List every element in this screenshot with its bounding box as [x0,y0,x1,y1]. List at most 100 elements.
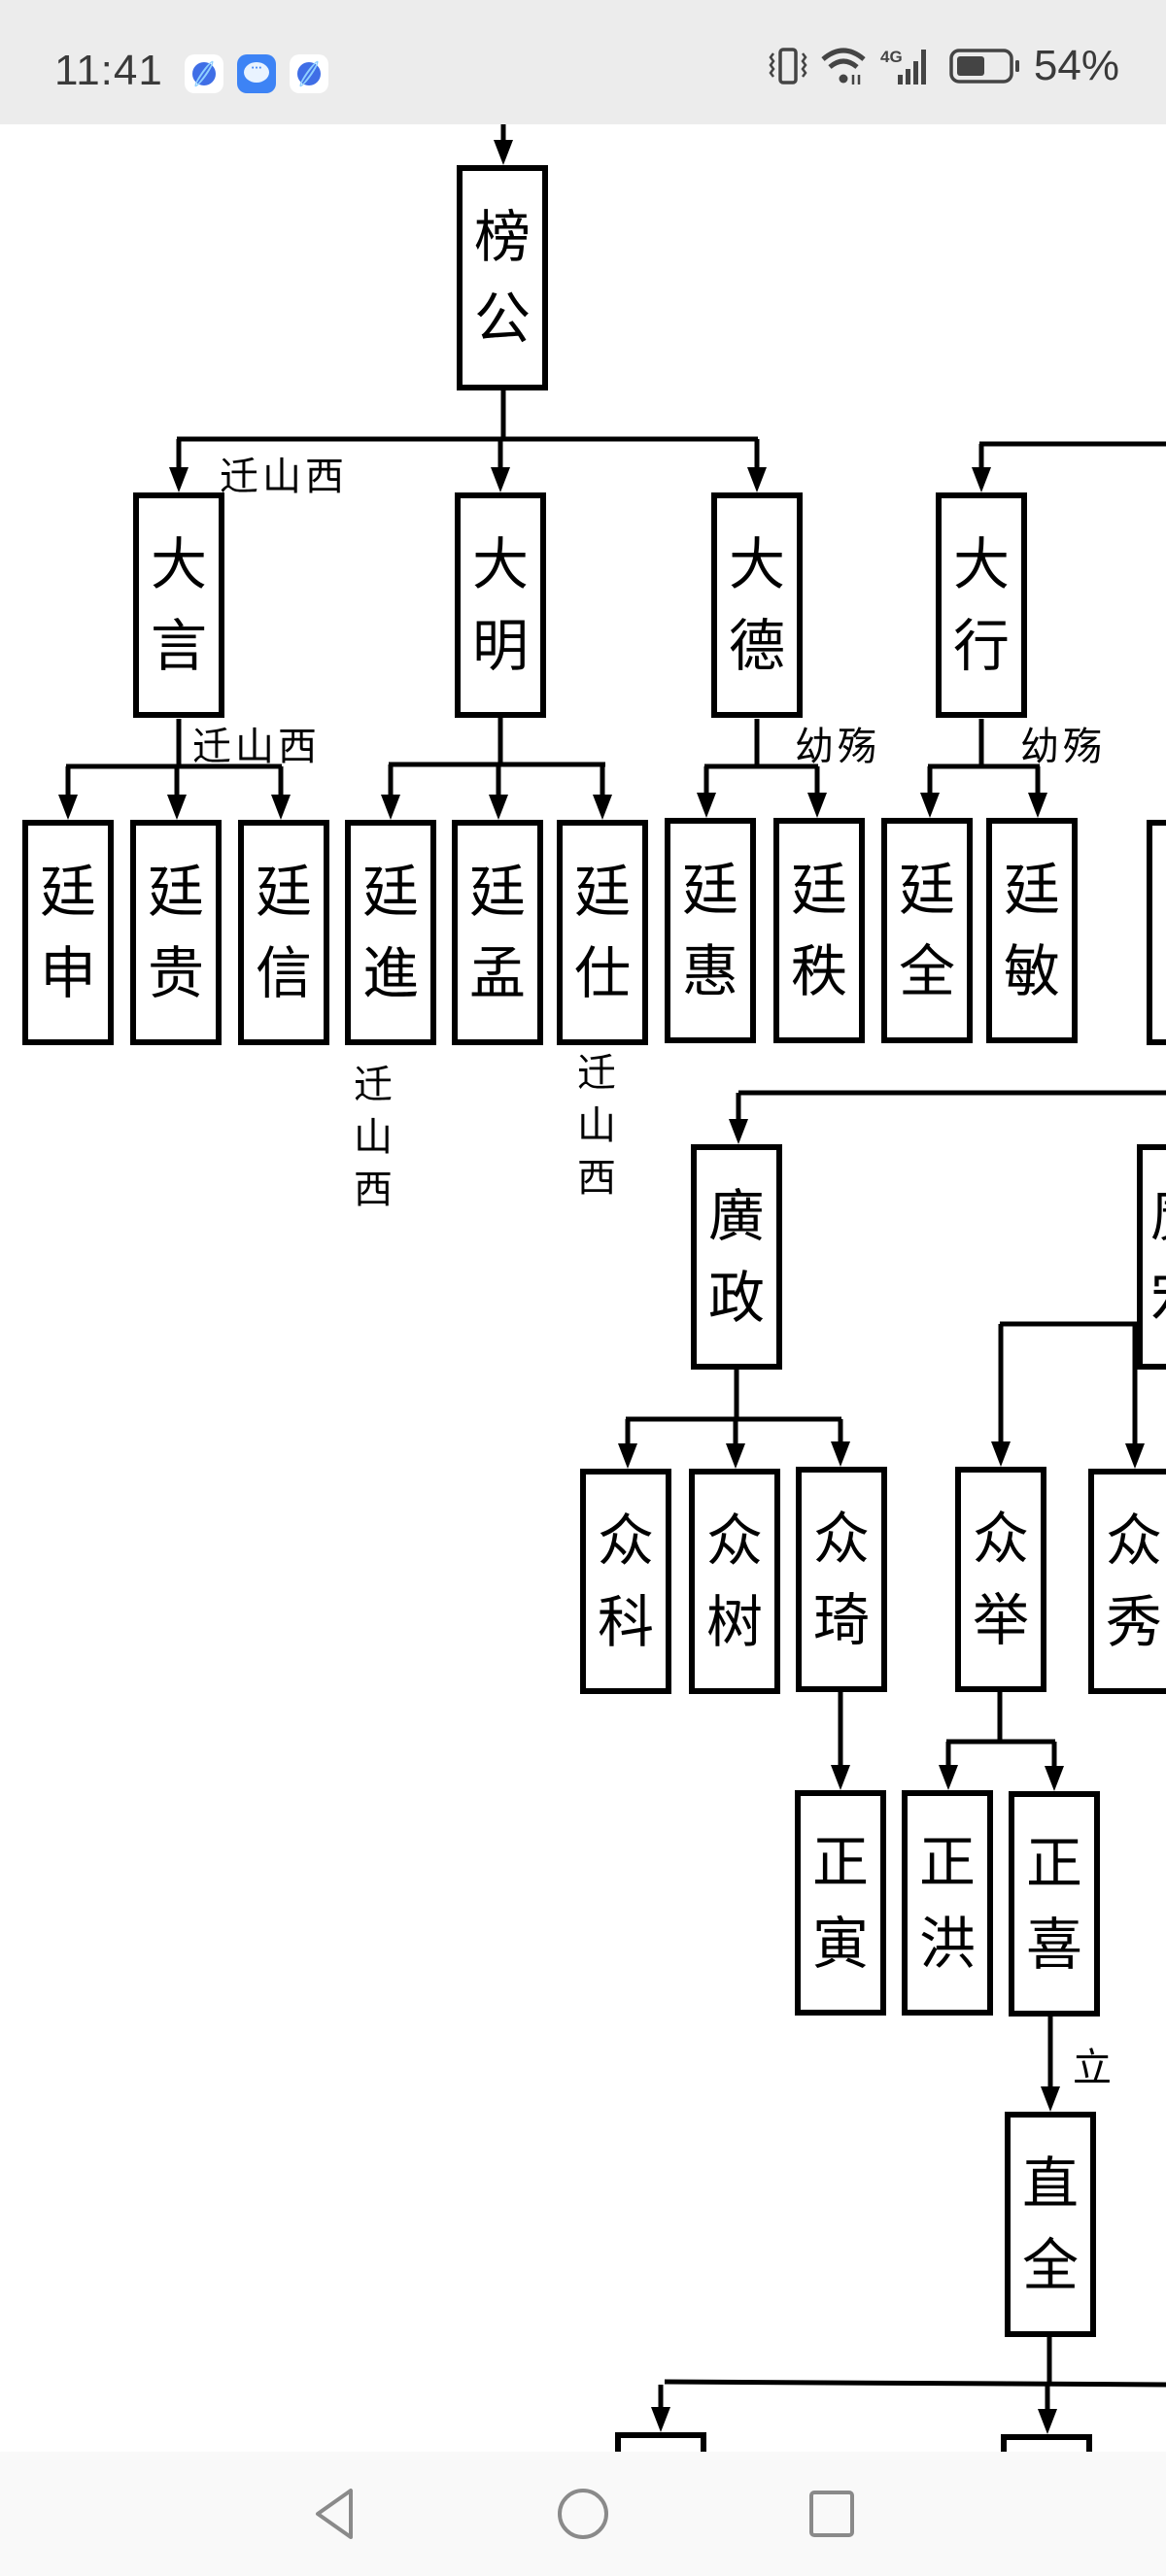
node-char: 秀 [1105,1589,1162,1655]
node-guangzheng[interactable]: 廣 政 [691,1144,782,1370]
arrowhead [726,1443,745,1469]
arrowhead [651,2407,670,2432]
node-char: 明 [471,613,529,679]
arrowhead [1041,2086,1060,2112]
node-zhongju[interactable]: 众 举 [955,1467,1046,1692]
node-char: 廷 [573,859,631,925]
note-tingshi-migrated: 迁山西 [577,1051,616,1201]
node-tingxin[interactable]: 廷 信 [238,820,329,1045]
node-char: 正 [811,1829,869,1895]
node-char: 信 [255,940,312,1006]
node-zhongqi[interactable]: 众 琦 [796,1467,887,1692]
node-char: 贵 [147,940,204,1006]
node-daming[interactable]: 大 明 [455,492,546,718]
back-icon [316,2489,353,2539]
messages-icon: ··· [237,54,276,93]
arrowhead [831,1441,850,1467]
arrowhead [494,140,513,165]
node-tingmeng[interactable]: 廷 孟 [452,820,543,1045]
note-daxing-died-young: 幼殇 [1020,725,1106,769]
node-daxing[interactable]: 大 行 [936,492,1027,718]
node-char: 众 [812,1506,870,1572]
node-char: 廷 [790,857,847,923]
node-char: 申 [39,940,96,1006]
node-tingshi[interactable]: 廷 仕 [557,820,648,1045]
node-tingquan[interactable]: 廷 全 [881,818,973,1043]
arrowhead [1028,793,1047,818]
node-tingjin[interactable]: 廷 進 [345,820,436,1045]
node-char: 举 [972,1587,1029,1653]
node-zhongke[interactable]: 众 科 [580,1469,671,1694]
node-zhenghong[interactable]: 正 洪 [902,1790,993,2016]
node-char: 大 [150,531,207,597]
back-button[interactable] [307,2485,365,2543]
node-tinggui[interactable]: 廷 贵 [130,820,222,1045]
node-char: 廣 [1150,1188,1166,1244]
status-time: 11:41 [54,47,163,94]
arrowhead [169,467,189,492]
arrowhead [489,795,508,820]
arrowhead [271,795,291,820]
node-char: 正 [1025,1830,1082,1896]
node-tinghui[interactable]: 廷 惠 [665,818,756,1043]
node-char: 政 [707,1265,765,1331]
node-char: 秩 [790,938,847,1004]
node-tingzhi[interactable]: 廷 秩 [773,818,865,1043]
node-char: 孟 [468,940,526,1006]
arrowhead [58,795,78,820]
battery-icon [949,49,1019,84]
node-char: 行 [952,613,1010,679]
node-guang-partial[interactable]: 廣 宏 [1137,1144,1166,1370]
node-zhongshu[interactable]: 众 树 [689,1469,780,1694]
status-icons: 4G 54% [768,42,1119,89]
node-zhengxi[interactable]: 正 喜 [1009,1791,1100,2017]
node-zhiquan[interactable]: 直 全 [1005,2112,1096,2337]
browser-icon [185,54,223,93]
node-offscreen-partial[interactable] [1147,820,1166,1045]
note-dayan-children-migrated: 迁山西 [192,725,321,769]
node-char: 廷 [39,859,96,925]
arrowhead [167,795,187,820]
node-dade[interactable]: 大 德 [711,492,803,718]
arrowhead [831,1765,850,1790]
note-dayan-migrated: 迁山西 [220,455,348,499]
note-zhiquan-adopted: 立 [1073,2046,1115,2090]
node-char: 言 [150,613,207,679]
node-zhongxiu[interactable]: 众 秀 [1088,1469,1166,1694]
node-char: 廷 [898,857,955,923]
arrowhead [593,795,612,820]
status-bar: 11:41 ··· 4G 54% [0,0,1166,124]
home-button[interactable] [554,2485,612,2543]
node-char: 廷 [468,859,526,925]
node-char: 進 [361,940,419,1006]
node-char: 正 [918,1829,976,1895]
arrowhead [920,793,940,818]
node-tingshen[interactable]: 廷 申 [22,820,114,1045]
arrowhead [1125,1443,1145,1469]
node-char: 全 [898,938,955,1004]
node-tingmin[interactable]: 廷 敏 [986,818,1078,1043]
recents-icon [809,2491,854,2537]
arrowhead [618,1443,637,1469]
node-char: 廷 [361,859,419,925]
node-char: 敏 [1003,938,1060,1004]
node-char: 科 [597,1589,654,1655]
node-banggong[interactable]: 榜 公 [457,165,548,390]
arrowhead [381,795,400,820]
arrowhead [1038,2409,1057,2434]
cellular-signal-icon: 4G [880,48,926,85]
node-zhengyin[interactable]: 正 寅 [795,1790,886,2016]
arrowhead [1045,1766,1064,1791]
node-char: 众 [1105,1508,1162,1574]
recents-button[interactable] [803,2485,861,2543]
note-tingjin-migrated: 迁山西 [354,1063,393,1212]
arrowhead [747,467,767,492]
node-char: 众 [705,1508,763,1574]
node-char: 公 [473,286,531,352]
node-dayan[interactable]: 大 言 [133,492,224,718]
node-char: 众 [972,1506,1029,1572]
connector-line [664,2379,1166,2388]
node-char: 廣 [707,1183,765,1249]
node-char: 廷 [1003,857,1060,923]
